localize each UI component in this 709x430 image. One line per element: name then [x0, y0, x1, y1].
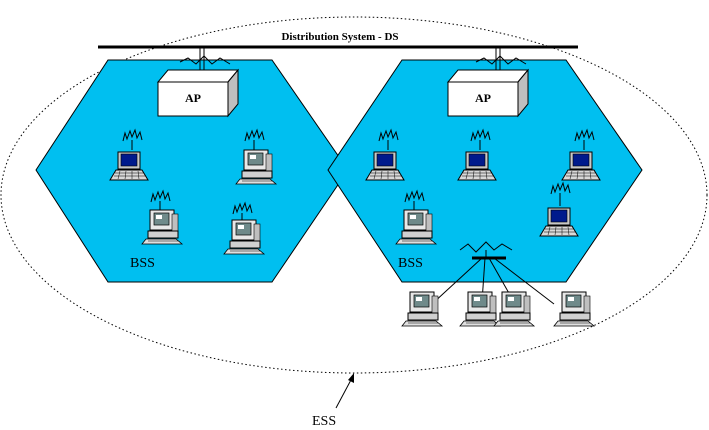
- desktop-icon: [459, 291, 501, 327]
- bss-cell-1: [35, 59, 349, 283]
- laptop-icon: [109, 129, 149, 181]
- ess-arrow: [335, 373, 354, 409]
- distribution-system-label: Distribution System - DS: [281, 31, 398, 43]
- ap-1-label: AP: [185, 91, 201, 105]
- desktop-icon: [235, 129, 277, 185]
- desktop-icon: [395, 190, 437, 245]
- bss-2-label: BSS: [398, 256, 423, 271]
- ess-label: ESS: [312, 414, 336, 429]
- ap-2-label: AP: [475, 91, 491, 105]
- laptop-icon: [457, 129, 497, 181]
- ap-2-uplink: [475, 47, 527, 70]
- laptop-icon: [365, 129, 405, 181]
- access-point-2: AP: [446, 68, 530, 118]
- bss-1-label: BSS: [130, 256, 155, 271]
- ap-1-uplink: [179, 47, 231, 70]
- hub: [431, 241, 555, 305]
- desktop-icon: [553, 291, 595, 327]
- desktop-icon: [401, 291, 443, 327]
- laptop-icon: [561, 129, 601, 181]
- laptop-icon: [539, 182, 579, 237]
- access-point-1: AP: [156, 68, 240, 118]
- desktop-icon: [223, 202, 265, 255]
- desktop-icon: [493, 291, 535, 327]
- desktop-icon: [141, 190, 183, 245]
